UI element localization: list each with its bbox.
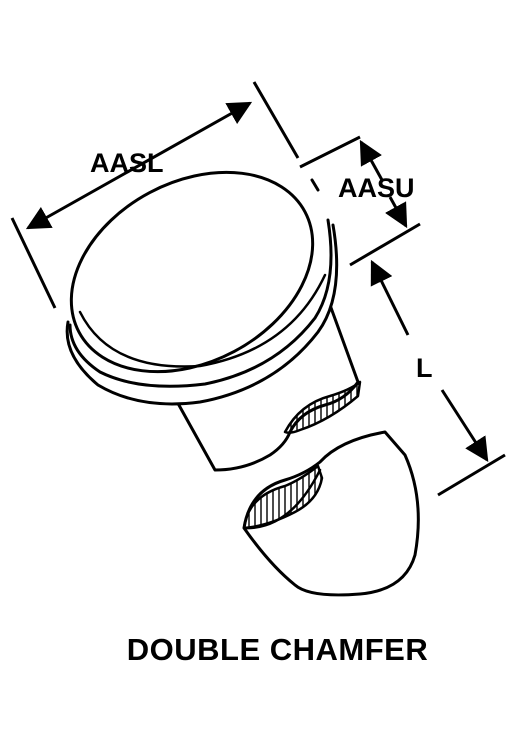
- upper-shank: [173, 303, 362, 472]
- dimension-length: [370, 259, 506, 497]
- length-arrow-upper: [370, 259, 410, 336]
- aasl-dimension-line: [25, 101, 253, 230]
- aasu-arrow-lower: [385, 196, 408, 229]
- aasu-label: AASU: [338, 173, 415, 203]
- aasl-extension-right: [252, 81, 300, 159]
- aasu-arrow-upper: [359, 139, 384, 181]
- dimension-aasl: [10, 81, 300, 309]
- aasu-extension-bottom: [349, 222, 421, 267]
- length-arrow-lower: [440, 389, 489, 463]
- aasu-extension-top: [299, 135, 361, 169]
- length-extension-bottom: [437, 453, 506, 497]
- lower-shank: [242, 430, 420, 597]
- aasl-label: AASL: [90, 148, 164, 178]
- aasl-extension-left: [10, 217, 57, 309]
- diagram-caption: DOUBLE CHAMFER: [126, 632, 429, 667]
- break-face-upper: [283, 380, 362, 434]
- dimension-aasu: [299, 135, 421, 267]
- length-label: L: [416, 353, 433, 383]
